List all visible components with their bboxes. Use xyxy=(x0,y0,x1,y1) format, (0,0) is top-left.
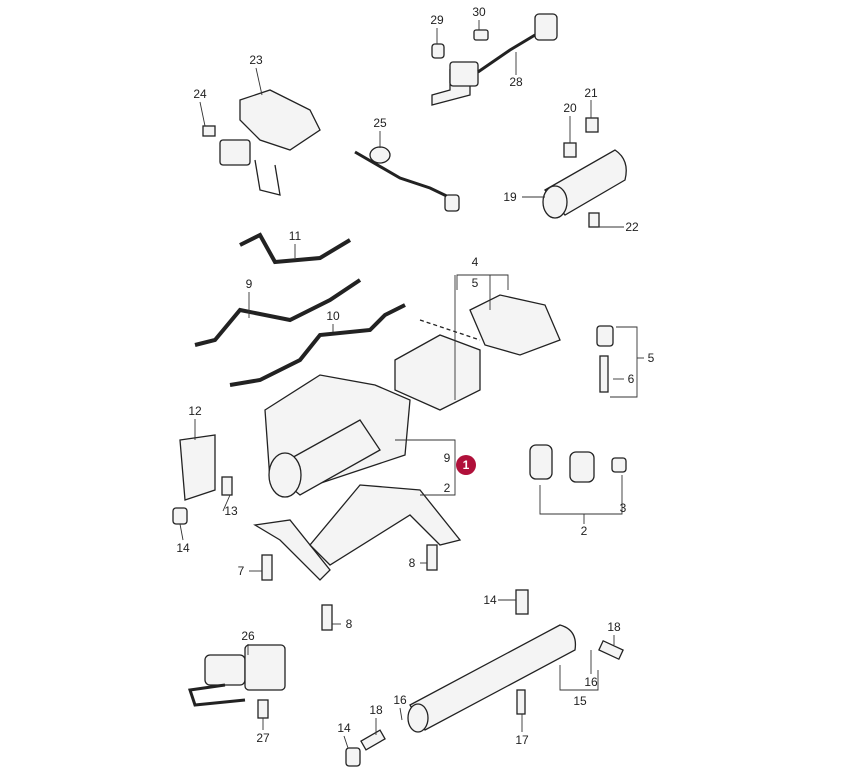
compressor xyxy=(264,374,411,498)
callout-14-lower[interactable]: 14 xyxy=(337,721,351,735)
mounting-frame xyxy=(253,484,462,631)
accumulator-15 xyxy=(345,589,624,767)
callout-14[interactable]: 14 xyxy=(176,541,190,555)
callout-8[interactable]: 8 xyxy=(408,556,416,570)
callout-3[interactable]: 3 xyxy=(619,501,627,515)
air-lines xyxy=(194,232,406,387)
callout-25[interactable]: 25 xyxy=(373,116,387,130)
callout-16-lower[interactable]: 16 xyxy=(393,693,407,707)
callout-10[interactable]: 10 xyxy=(326,309,340,323)
callout-11[interactable]: 11 xyxy=(288,229,302,243)
callout-8-lower[interactable]: 8 xyxy=(345,617,353,631)
callout-28[interactable]: 28 xyxy=(509,75,523,89)
callout-21[interactable]: 21 xyxy=(584,86,598,100)
control-unit xyxy=(394,294,561,411)
callout-20[interactable]: 20 xyxy=(563,101,577,115)
leader-lines xyxy=(179,20,644,749)
highlight-badge[interactable]: 1 xyxy=(456,455,476,475)
callout-29[interactable]: 29 xyxy=(430,13,444,27)
dashed-guide xyxy=(419,319,481,341)
callout-4[interactable]: 4 xyxy=(471,255,479,269)
callout-2-group[interactable]: 2 xyxy=(443,481,451,495)
callout-24[interactable]: 24 xyxy=(193,87,207,101)
callout-5[interactable]: 5 xyxy=(471,276,479,290)
bracket-12 xyxy=(172,434,233,525)
callout-27[interactable]: 27 xyxy=(256,731,270,745)
callout-18[interactable]: 18 xyxy=(607,620,621,634)
callout-22[interactable]: 22 xyxy=(625,220,639,234)
callout-9-group[interactable]: 9 xyxy=(443,451,451,465)
bracket-23 xyxy=(202,89,321,196)
mounts xyxy=(529,325,627,483)
reservoir-19 xyxy=(542,117,627,228)
sensor-26 xyxy=(188,644,286,719)
callout-5-right[interactable]: 5 xyxy=(647,351,655,365)
sensor-assembly xyxy=(431,13,558,106)
callout-17[interactable]: 17 xyxy=(515,733,529,747)
callout-30[interactable]: 30 xyxy=(472,5,486,19)
callout-18-lower[interactable]: 18 xyxy=(369,703,383,717)
callout-16[interactable]: 16 xyxy=(584,675,598,689)
valve-25 xyxy=(354,146,460,212)
callout-7[interactable]: 7 xyxy=(237,564,245,578)
callout-9[interactable]: 9 xyxy=(245,277,253,291)
callout-26[interactable]: 26 xyxy=(241,629,255,643)
callout-13[interactable]: 13 xyxy=(224,504,238,518)
callout-19[interactable]: 19 xyxy=(503,190,517,204)
callout-14-upper[interactable]: 14 xyxy=(483,593,497,607)
callout-6[interactable]: 6 xyxy=(627,372,635,386)
callout-12[interactable]: 12 xyxy=(188,404,202,418)
callout-2[interactable]: 2 xyxy=(580,524,588,538)
callout-15[interactable]: 15 xyxy=(573,694,587,708)
callout-23[interactable]: 23 xyxy=(249,53,263,67)
